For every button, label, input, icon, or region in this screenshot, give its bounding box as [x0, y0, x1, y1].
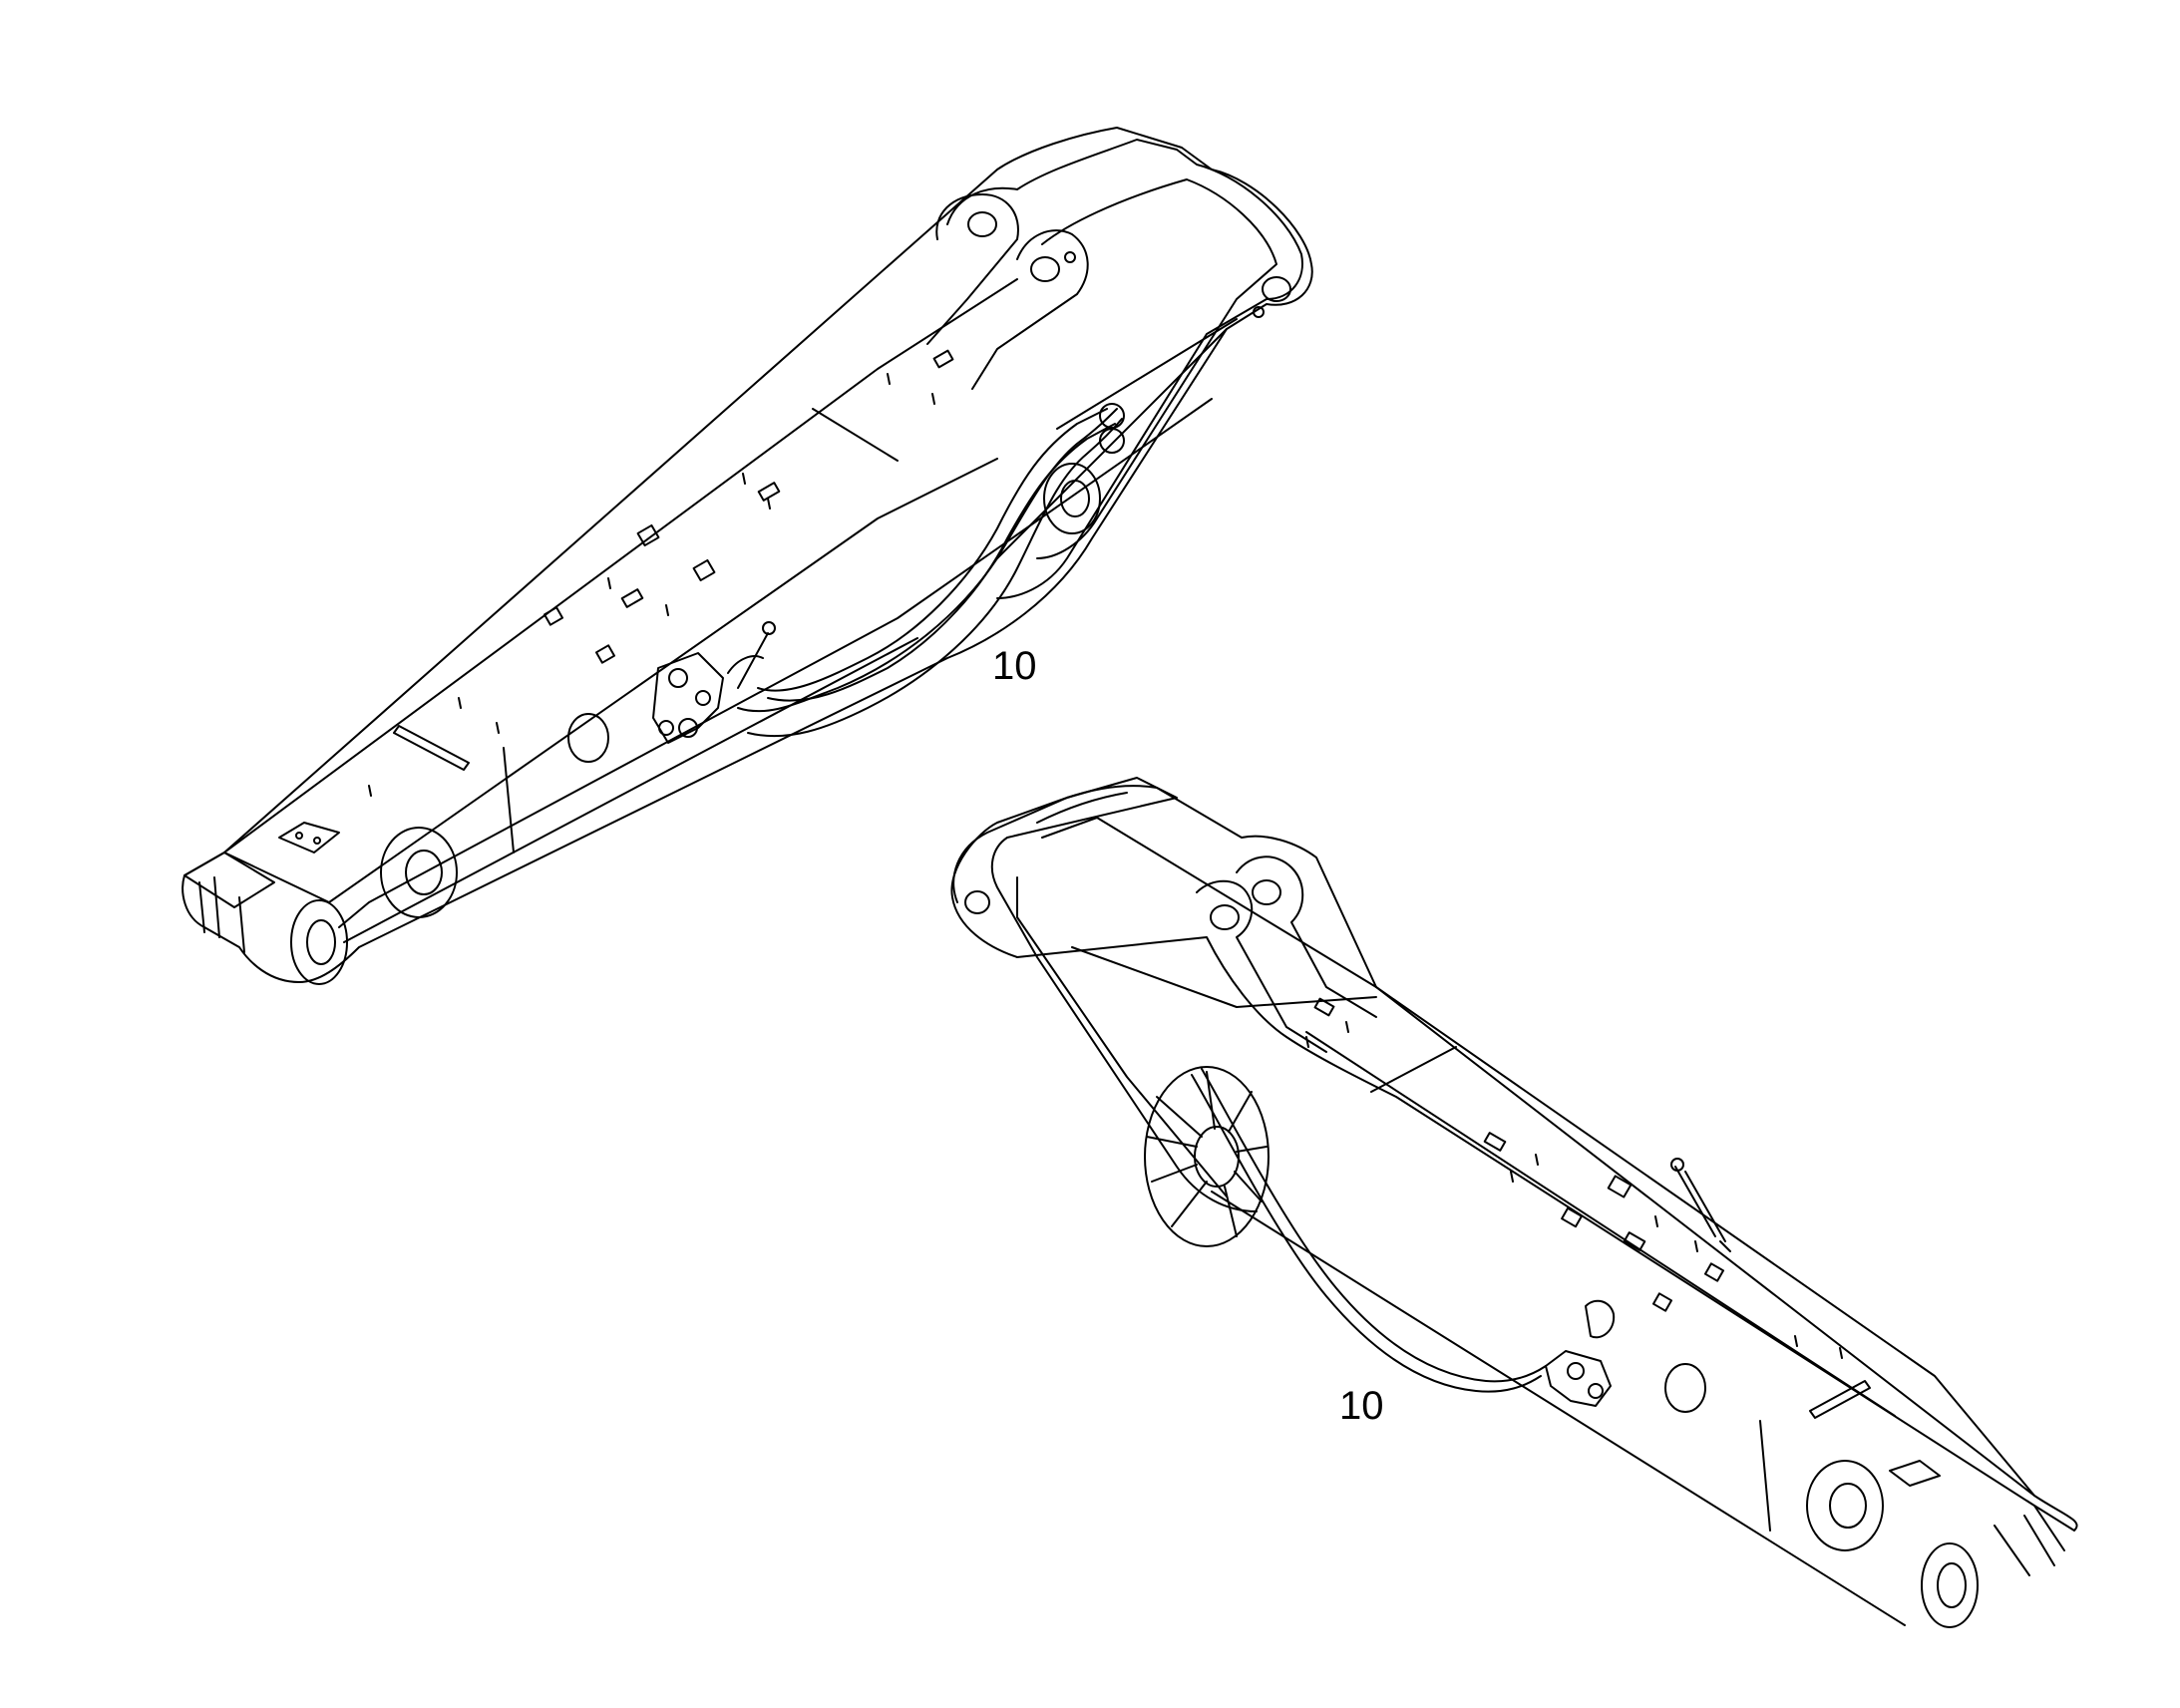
head-flange-right: [972, 230, 1088, 389]
head-plate-outer-lower: [953, 778, 1257, 1211]
hose-lower-2: [1202, 1069, 1546, 1381]
boom-head-plate-outer: [947, 140, 1302, 598]
foot-end-block: [184, 853, 274, 907]
boom-side-edge-lower: [1376, 987, 2034, 1496]
mid-pin-boss-outer: [381, 828, 457, 917]
web-boss: [1145, 1067, 1269, 1246]
head-bolt-2: [1254, 307, 1264, 317]
callout-label-hose-lower: 10: [1339, 1384, 1384, 1428]
boom-assembly-lower: [951, 778, 2076, 1627]
head-pin-hole-2: [1031, 257, 1059, 281]
boom-head-diagonal-2: [997, 329, 1227, 558]
boom-body-outline: [182, 128, 1312, 982]
boom-top-plate: [224, 459, 997, 902]
head-pin-hole-lower-2: [1211, 905, 1239, 929]
boom-side-edge: [339, 399, 1212, 927]
foot-end-lug: [199, 877, 244, 952]
strip-plate-lower: [1810, 1381, 1870, 1418]
strip-plate: [394, 726, 469, 770]
top-brackets: [369, 351, 952, 796]
boom-panel-seam-lower: [1371, 1047, 1456, 1092]
foot-pin-boss-inner: [307, 920, 335, 964]
mid-pin-boss-lower-outer: [1807, 1461, 1883, 1550]
side-boss-lower: [1665, 1364, 1705, 1412]
hose-3: [758, 409, 1107, 691]
head-diagonal-lower: [1072, 947, 1376, 1007]
hose-4: [768, 424, 1115, 701]
head-flange-left: [927, 194, 1018, 344]
head-pin-hole-lower-3: [965, 891, 989, 913]
rear-boss-inner: [1061, 481, 1089, 516]
boom-top-edge: [224, 279, 1017, 853]
hose-2: [748, 419, 1122, 736]
foot-plate-lower: [1890, 1461, 1940, 1486]
hose-fitting-cluster-lower: [1546, 1159, 1730, 1406]
foot-pin-boss-lower-inner: [1938, 1563, 1966, 1607]
boom-assembly-upper: [182, 128, 1312, 984]
mid-pin-boss-lower-inner: [1830, 1484, 1866, 1528]
head-flange-lower-1: [1237, 856, 1376, 1017]
boom-head-plate-inner: [1037, 179, 1276, 558]
hose-lower-1: [1192, 1075, 1541, 1392]
hose-fitting-cluster: [653, 404, 1124, 743]
foot-plate: [279, 823, 339, 853]
callout-label-hose-upper: 10: [992, 644, 1037, 688]
foot-pin-boss-lower-outer: [1922, 1543, 1978, 1627]
boom-lower-edge-lower: [1306, 1032, 1895, 1416]
side-boss: [568, 714, 608, 762]
head-pin-hole-1: [968, 212, 996, 236]
top-brackets-lower: [1306, 999, 1842, 1358]
head-pin-hole-lower-1: [1253, 880, 1280, 904]
boom-panel-seam-lower-2: [1760, 1421, 1770, 1531]
head-plate-edge-lower: [1042, 818, 1376, 987]
head-plate-inner-lower: [1017, 877, 1227, 1196]
head-flange-lower-2: [1197, 881, 1326, 1052]
head-bolt: [1065, 252, 1075, 262]
boom-lower-edge: [344, 638, 917, 942]
rear-boss: [1044, 464, 1100, 533]
boom-head-diagonal: [1057, 319, 1237, 429]
hose-1: [738, 409, 1117, 711]
mid-pin-boss-inner: [406, 851, 442, 894]
foot-plate-bolt: [296, 833, 302, 839]
boom-panel-seam-2: [504, 748, 514, 853]
boom-body-outline-lower: [951, 786, 2076, 1531]
boom-bottom-edge-lower: [1212, 1192, 1905, 1625]
head-pin-hole-3: [1263, 277, 1290, 301]
foot-pin-boss-outer: [291, 900, 347, 984]
boom-top-edge-lower: [1037, 793, 1127, 823]
boom-panel-seam: [813, 409, 898, 461]
foot-end-lug-lower: [1995, 1506, 2064, 1575]
foot-plate-bolt-2: [314, 838, 320, 844]
